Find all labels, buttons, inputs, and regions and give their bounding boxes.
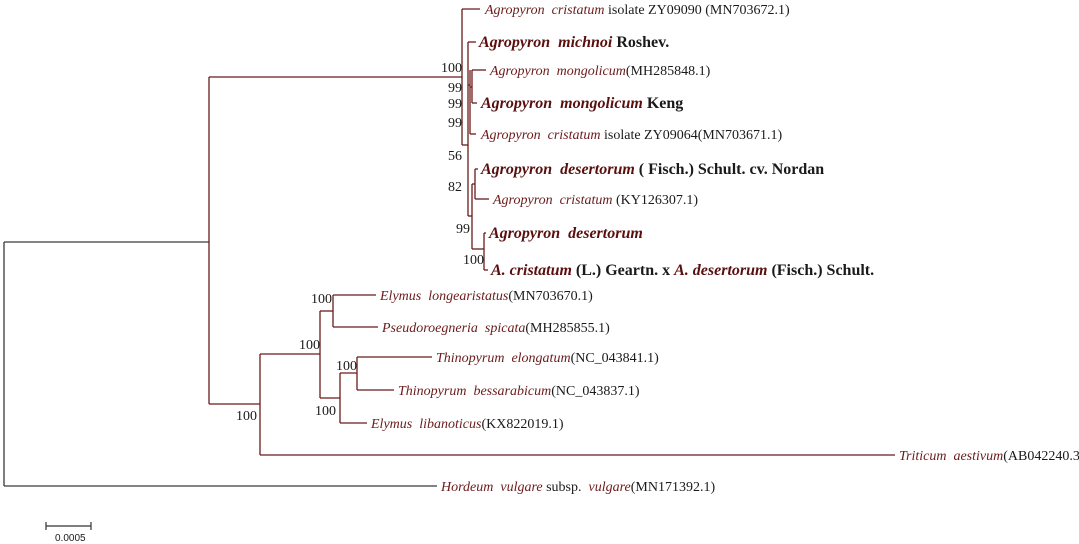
tip-label-t6: Agropyron desertorum ( Fisch.) Schult. c… (480, 161, 824, 178)
tip-accession-text: (KY126307.1) (613, 193, 699, 208)
tip-label-t9: A. cristatum (L.) Geartn. x A. desertoru… (490, 262, 874, 279)
support-value: 99 (448, 97, 462, 112)
tip-label-t4: Agropyron mongolicum Keng (480, 95, 683, 112)
tip-species-name: A. desertorum (673, 262, 767, 279)
tip-accession-text: isolate ZY09064(MN703671.1) (601, 128, 783, 143)
tip-label-t2: Agropyron michnoi Roshev. (478, 34, 669, 51)
tip-accession-text: (KX822019.1) (481, 417, 563, 432)
tip-accession-text: (AB042240.3) (1003, 449, 1079, 464)
tip-species-name: Agropyron cristatum (492, 193, 613, 208)
support-value: 100 (441, 61, 462, 76)
tip-label-t16: Hordeum vulgare subsp. vulgare(MN171392.… (440, 480, 715, 495)
tip-species-name: A. cristatum (490, 262, 572, 279)
scale-bar: 0.0005 (45, 522, 92, 544)
tree-branches (3, 8, 895, 487)
tip-species-name: Elymus longearistatus (379, 289, 509, 304)
tip-label-t3: Agropyron mongolicum(MH285848.1) (489, 64, 711, 79)
tip-species-name: Agropyron mongolicum (480, 95, 643, 112)
scale-bar-label: 0.0005 (55, 533, 86, 544)
support-value: 100 (236, 409, 257, 424)
tip-labels: Agropyron cristatum isolate ZY09090 (MN7… (370, 3, 1079, 495)
support-value: 99 (456, 222, 470, 237)
tip-label-t13: Thinopyrum bessarabicum(NC_043837.1) (398, 384, 640, 399)
tip-species-name: Hordeum vulgare (440, 480, 543, 495)
support-value: 100 (336, 359, 357, 374)
tip-species-name: Agropyron cristatum (480, 128, 601, 143)
tip-species-name: Triticum aestivum (899, 449, 1003, 464)
tip-accession-text: (MN171392.1) (631, 480, 716, 495)
tip-label-t11: Pseudoroegneria spicata(MH285855.1) (381, 321, 610, 336)
support-values: 100 99 99 99 56 82 99 100 100 100 100 10… (236, 61, 484, 424)
tip-accession-text: (Fisch.) Schult. (767, 262, 874, 279)
support-value: 56 (448, 149, 462, 164)
tip-label-t7: Agropyron cristatum (KY126307.1) (492, 193, 698, 208)
support-value: 100 (315, 404, 336, 419)
tip-species-name: Agropyron desertorum (488, 225, 643, 242)
tip-label-t8: Agropyron desertorum (488, 225, 643, 242)
tip-species-name: Elymus libanoticus (370, 417, 482, 432)
tip-accession-text: ( Fisch.) Schult. cv. Nordan (635, 161, 824, 178)
tip-species-name: Agropyron cristatum (484, 3, 605, 18)
tip-label-t12: Thinopyrum elongatum(NC_043841.1) (436, 351, 659, 366)
tip-species-name: Agropyron michnoi (478, 34, 613, 51)
tip-species-name: Agropyron desertorum (480, 161, 635, 178)
tip-species-name: Thinopyrum bessarabicum (398, 384, 551, 399)
tip-accession-text: (MH285848.1) (626, 64, 711, 79)
tip-accession-text: subsp. (543, 480, 589, 495)
tip-accession-text: (L.) Geartn. x (572, 262, 674, 279)
support-value: 82 (448, 180, 462, 195)
support-value: 100 (311, 292, 332, 307)
tip-species-name: vulgare (589, 480, 631, 495)
scale-bar-line (45, 522, 92, 530)
support-value: 100 (299, 338, 320, 353)
tip-label-t10: Elymus longearistatus(MN703670.1) (379, 289, 593, 304)
tip-label-t1: Agropyron cristatum isolate ZY09090 (MN7… (484, 3, 790, 18)
tip-label-t15: Triticum aestivum(AB042240.3) (899, 449, 1079, 464)
tip-accession-text: (MH285855.1) (525, 321, 610, 336)
tip-accession-text: Roshev. (612, 34, 669, 51)
support-value: 99 (448, 81, 462, 96)
tip-species-name: Pseudoroegneria spicata (381, 321, 525, 336)
tip-species-name: Agropyron mongolicum (489, 64, 626, 79)
tip-label-t14: Elymus libanoticus(KX822019.1) (370, 417, 564, 432)
tip-species-name: Thinopyrum elongatum (436, 351, 571, 366)
tip-accession-text: isolate ZY09090 (MN703672.1) (605, 3, 790, 18)
tip-accession-text: (NC_043837.1) (551, 384, 640, 399)
tip-accession-text: Keng (643, 95, 683, 112)
support-value: 99 (448, 116, 462, 131)
tip-label-t5: Agropyron cristatum isolate ZY09064(MN70… (480, 128, 782, 143)
tip-accession-text: (NC_043841.1) (571, 351, 660, 366)
support-value: 100 (463, 253, 484, 268)
tip-accession-text: (MN703670.1) (508, 289, 593, 304)
